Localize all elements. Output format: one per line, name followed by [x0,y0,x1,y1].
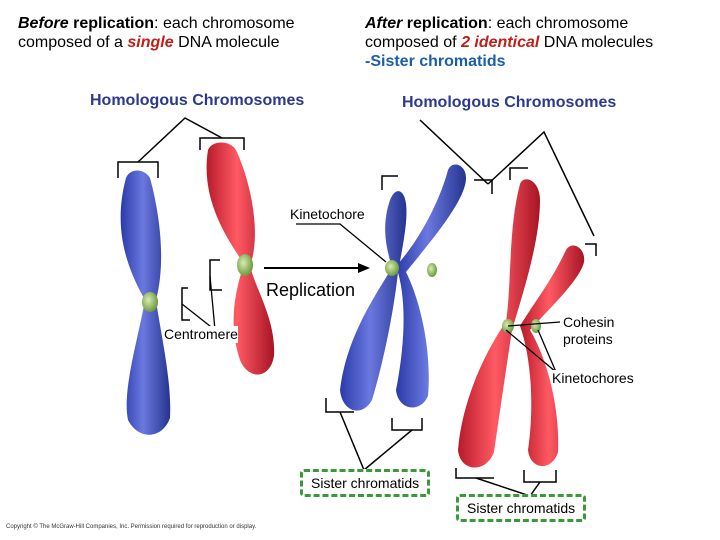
copyright-notice: Copyright © The McGraw-Hill Companies, I… [6,524,257,530]
kinetochores-pointer-b [537,329,557,373]
cohesin-proteins-label: Cohesin proteins [563,314,615,348]
sister-bracket-red-a [455,468,494,479]
cohesin-pointer [507,321,561,327]
replication-word-right: replication [406,15,488,32]
bracket-right-red-a [509,167,528,180]
kinetochore-dot-blue-1 [385,260,399,276]
homologous-right-pointer-b [419,119,489,185]
sister-bracket-blue-b [391,418,423,431]
centromere-pointer-b [209,275,216,331]
sister-chromatids-box-2: Sister chromatids [456,494,587,522]
blue-chromosome-replicated [340,164,466,411]
after-word: After [365,15,403,32]
before-word: Before [18,15,69,32]
homologous-left-pointer [137,117,223,163]
header-right-rest: : each chromosome [487,15,629,32]
homologous-title-left: Homologous Chromosomes [90,92,305,109]
centromere-pointer-a [181,303,216,331]
centromere-bracket-upper [209,259,222,291]
centromere-bracket-lower [181,287,190,321]
header-after-replication: After replication: each chromosome compo… [365,14,653,71]
sister-bracket-red-b [523,470,557,483]
sister-chromatids-box-1: Sister chromatids [300,469,431,497]
header-left-rest: : each chromosome [154,15,295,32]
cohesin-line2: proteins [563,331,613,347]
bracket-right-red-b [585,243,597,256]
header-left-line2-pre: composed of a [18,34,128,51]
centromere-dot-left [142,292,158,312]
replication-word-left: replication [73,15,155,32]
bracket-right-blue-a [381,175,398,190]
sister-bracket-blue-a [325,398,354,413]
header-right-line2-post: DNA molecules [539,34,654,51]
kinetochore-label: Kinetochore [290,206,365,223]
kinetochore-dot-blue-2 [427,263,437,277]
centromere-label: Centromere [164,326,238,343]
centromere-dot-right [237,254,253,276]
homologous-right-pointer [487,130,595,237]
homologous-title-right: Homologous Chromosomes [402,94,617,111]
kinetochores-label: Kinetochores [552,370,634,387]
identical-word: 2 identical [461,34,540,51]
red-chromosome-replicated [458,179,585,468]
cohesin-line1: Cohesin [563,314,615,330]
header-left-line2-post: DNA molecule [173,34,280,51]
sister-chromatids-subtitle: -Sister chromatids [365,53,506,70]
kinetochore-pointer [296,223,387,263]
kinetochore-dot-red-2 [531,319,541,333]
header-before-replication: Before replication: each chromosome comp… [18,14,295,52]
header-right-line2-pre: composed of [365,34,462,51]
kinetochores-pointer-a [505,329,557,373]
replication-arrow-head [358,263,370,273]
replication-label: Replication [266,280,356,301]
sister-pointer-blue [339,411,413,472]
single-word: single [127,34,174,51]
